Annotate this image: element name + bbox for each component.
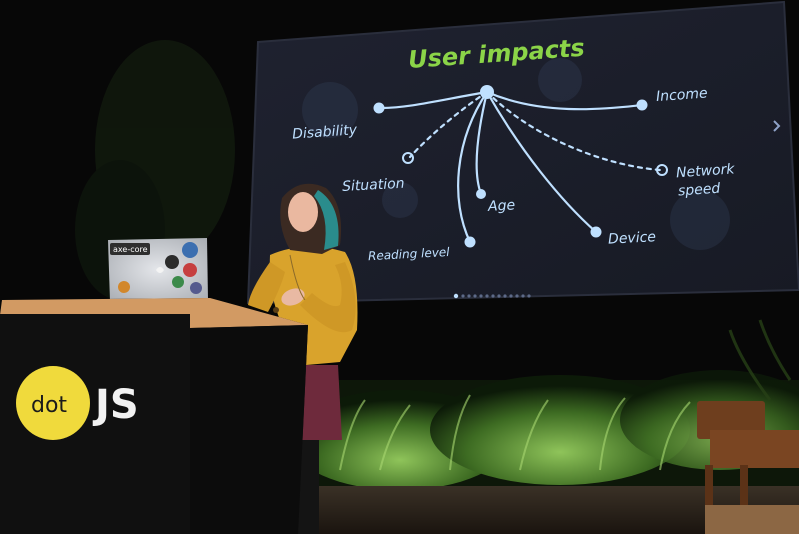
logo-dot-text: dot xyxy=(31,393,67,418)
laptop-brand-sticker: axe-core xyxy=(113,245,148,254)
node-center xyxy=(480,85,494,99)
node-disability xyxy=(373,102,385,114)
connector-reading-level xyxy=(457,90,489,244)
node-device xyxy=(590,226,602,238)
label-reading-level: Reading level xyxy=(368,245,451,263)
label-disability: Disability xyxy=(292,122,359,143)
podium-top xyxy=(0,298,308,328)
label-income: Income xyxy=(656,85,709,105)
label-age: Age xyxy=(487,197,516,214)
connector-disability xyxy=(377,90,489,110)
label-device: Device xyxy=(608,229,657,247)
connector-situation xyxy=(408,90,489,159)
connector-device xyxy=(485,90,598,234)
label-network: Network xyxy=(676,161,736,181)
node-income xyxy=(636,99,648,111)
projection-screen xyxy=(246,0,799,305)
node-reading-level xyxy=(464,236,476,248)
dotjs-logo-circle xyxy=(16,366,90,440)
apple-logo-icon xyxy=(156,267,164,273)
speaker-face xyxy=(288,192,318,232)
connector-age xyxy=(475,90,489,196)
logo-js-text: JS xyxy=(92,382,139,428)
node-age xyxy=(476,189,486,199)
wooden-chair xyxy=(697,401,799,534)
podium xyxy=(0,298,308,534)
label-situation: Situation xyxy=(342,176,405,195)
node-network-speed xyxy=(656,164,668,176)
next-slide-arrow-icon xyxy=(773,120,781,132)
connector-income xyxy=(485,90,644,111)
label-speed: speed xyxy=(677,181,720,200)
node-situation xyxy=(402,152,414,164)
diagram-nodes xyxy=(373,85,668,248)
slide-progress-dots xyxy=(453,293,531,299)
laptop: axe-core xyxy=(108,238,208,301)
user-impacts-diagram xyxy=(377,90,662,244)
connector-network-speed xyxy=(485,90,662,172)
